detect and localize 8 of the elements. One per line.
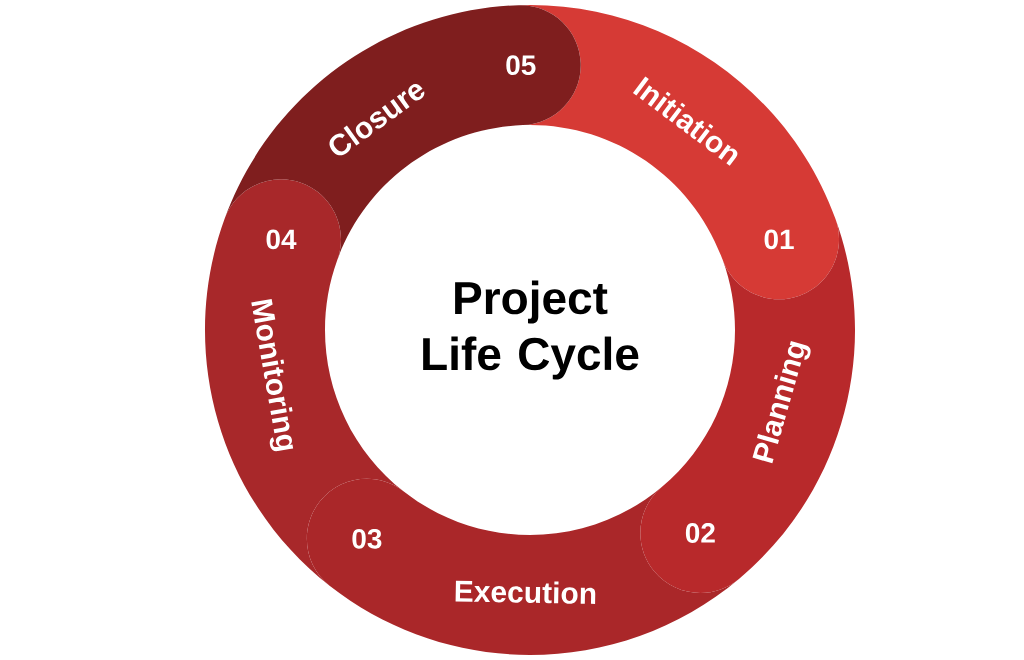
step-number: 05 — [506, 55, 536, 76]
title: Project Life Cycle — [423, 280, 639, 380]
step-number: 03 — [352, 528, 382, 549]
step-label: Monitoring — [251, 298, 294, 452]
step-number: 01 — [764, 229, 794, 250]
step-number: 04 — [266, 229, 297, 250]
step-number: 02 — [685, 523, 715, 543]
step-label: Execution — [455, 580, 596, 604]
